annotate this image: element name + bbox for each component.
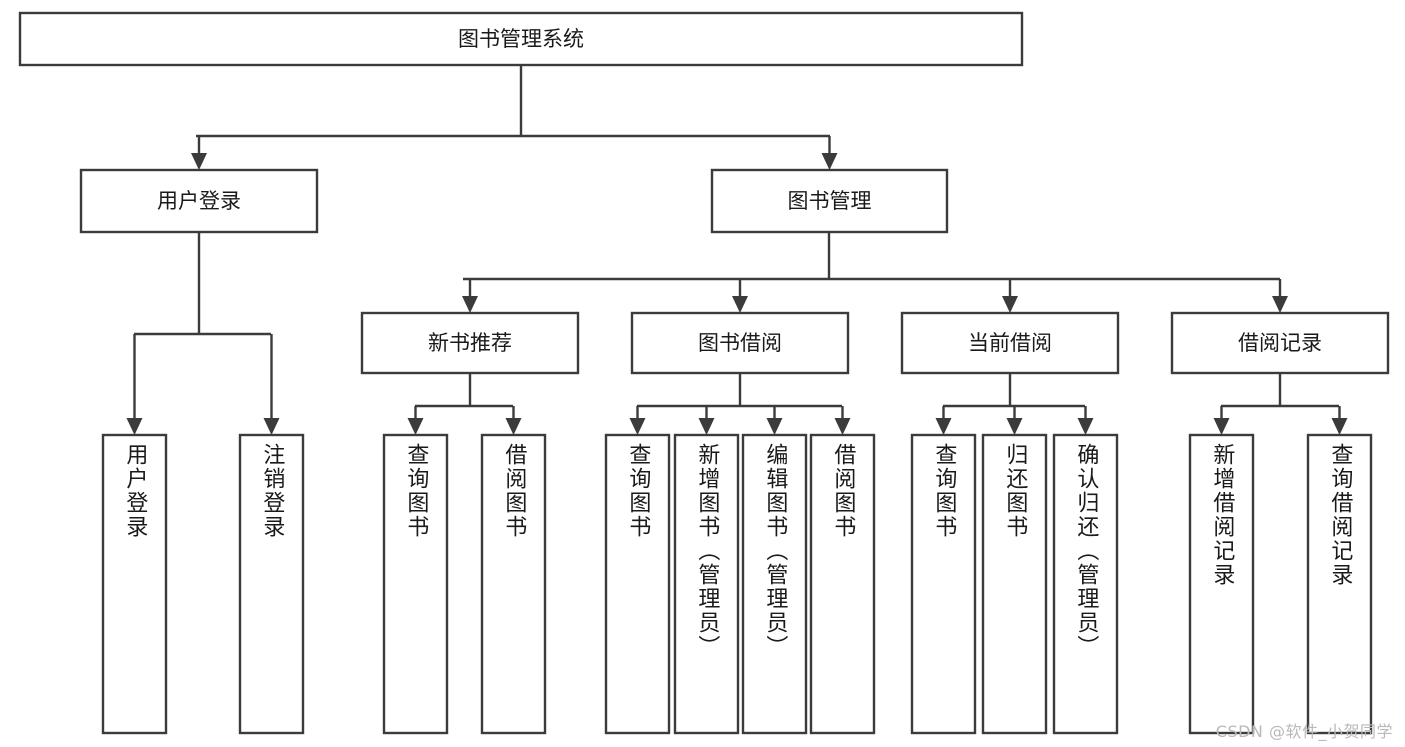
node-box-level2-0[interactable]: [360, 311, 580, 375]
arrow-leaf-5-head: [698, 418, 715, 435]
leaf-box-6[interactable]: [741, 433, 808, 735]
arrow-leaf-10-head: [1077, 418, 1094, 435]
arrow-leaf-4-head: [629, 418, 646, 435]
arrow-leaf-8-head: [935, 418, 952, 435]
node-label-level2-3: 借阅记录: [1238, 331, 1322, 355]
arrow-leaf-12-head: [1331, 418, 1348, 435]
arrow-leaf-1-head: [263, 418, 280, 435]
leaf-box-7[interactable]: [809, 433, 876, 735]
leaf-box-12[interactable]: [1306, 433, 1373, 735]
arrow-level2-3-head: [1272, 296, 1288, 313]
node-label-root: 图书管理系统: [458, 27, 584, 51]
leaf-box-11[interactable]: [1188, 433, 1255, 735]
node-box-level2-2[interactable]: [900, 311, 1120, 375]
arrow-level2-0-head: [462, 296, 478, 313]
node-box-level1-0[interactable]: [79, 168, 319, 234]
node-label-level2-0: 新书推荐: [428, 331, 512, 355]
leaf-box-9[interactable]: [981, 433, 1048, 735]
leaf-box-3[interactable]: [480, 433, 547, 735]
leaf-box-2[interactable]: [382, 433, 449, 735]
node-box-root[interactable]: [18, 11, 1024, 67]
arrow-level2-2-head: [1002, 296, 1018, 313]
arrow-leaf-9-head: [1006, 418, 1023, 435]
arrow-level2-1-head: [732, 296, 748, 313]
arrow-leaf-0-head: [126, 418, 143, 435]
node-label-level2-2: 当前借阅: [968, 331, 1052, 355]
node-box-level2-1[interactable]: [630, 311, 850, 375]
connectors-layer: [126, 65, 1348, 435]
leaf-box-1[interactable]: [238, 433, 305, 735]
leaf-box-5[interactable]: [673, 433, 740, 735]
node-box-level1-1[interactable]: [710, 168, 949, 234]
boxes-layer: [18, 11, 1390, 735]
arrow-level1-0-head: [191, 153, 207, 170]
leaf-box-0[interactable]: [101, 433, 168, 735]
arrow-level1-1-head: [821, 153, 838, 170]
leaf-box-4[interactable]: [604, 433, 671, 735]
leaf-box-10[interactable]: [1052, 433, 1119, 735]
arrow-leaf-6-head: [766, 418, 783, 435]
node-box-level2-3[interactable]: [1170, 311, 1390, 375]
arrow-leaf-3-head: [505, 418, 522, 435]
arrow-leaf-11-head: [1213, 418, 1230, 435]
node-label-level1-0: 用户登录: [157, 189, 241, 213]
arrow-leaf-7-head: [834, 418, 851, 435]
watermark-text: CSDN @软件_小贺同学: [1215, 722, 1393, 741]
arrow-leaf-2-head: [407, 418, 424, 435]
leaf-box-8[interactable]: [910, 433, 977, 735]
node-label-level1-1: 图书管理: [788, 189, 872, 213]
node-label-level2-1: 图书借阅: [698, 331, 782, 355]
